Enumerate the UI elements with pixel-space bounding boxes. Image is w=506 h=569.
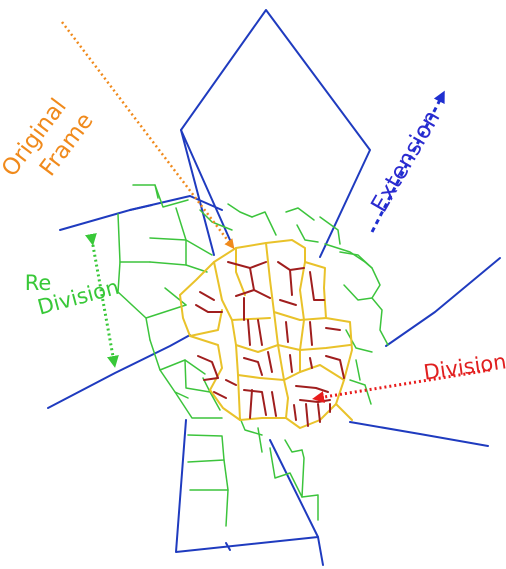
division-arrow	[312, 368, 491, 403]
division-roads	[195, 261, 345, 427]
original-frame-arrow	[61, 21, 235, 250]
extension-roads	[47, 9, 501, 566]
original-frame-roads	[179, 239, 353, 429]
division-label: Division	[422, 349, 506, 384]
extension-label: Extension	[366, 106, 445, 217]
extension-arrow	[370, 90, 445, 233]
original-frame-label: Original Frame	[0, 94, 99, 182]
re-division-label-line1: Re	[25, 271, 52, 295]
re-division-arrow	[85, 233, 119, 368]
re-division-roads	[117, 184, 389, 527]
